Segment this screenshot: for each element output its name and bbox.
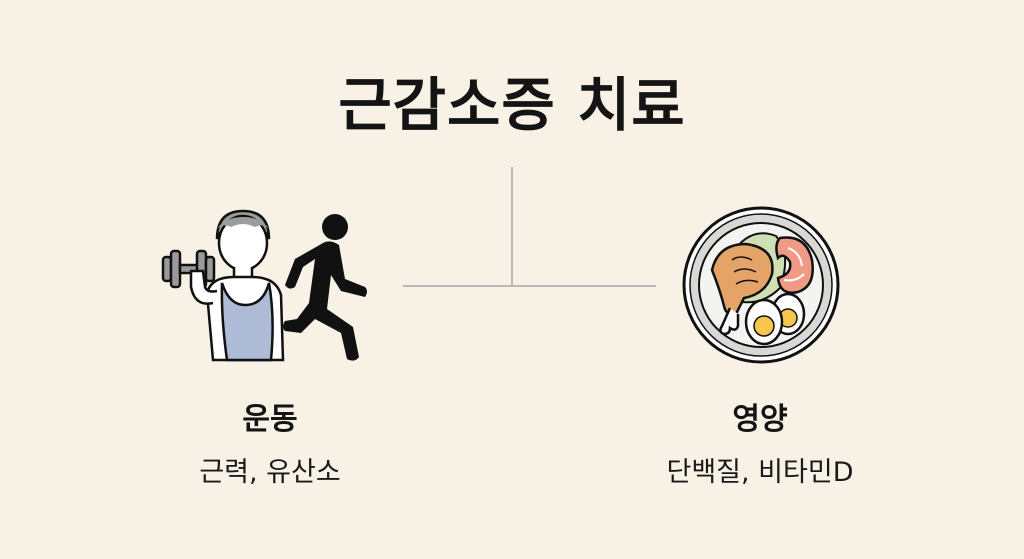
diagram-title: 근감소증 치료 [338, 71, 686, 139]
boiled-egg-icon [744, 292, 806, 346]
branch-label-exercise: 운동 [242, 402, 298, 437]
dumbbell-icon [161, 249, 216, 289]
exercise-icon [161, 209, 367, 362]
connector-vertical [511, 167, 513, 287]
branch-detail-nutrition: 단백질, 비타민D [666, 457, 854, 488]
nutrition-plate-icon [682, 206, 840, 364]
connector-horizontal [403, 285, 656, 287]
salmon-icon [775, 236, 814, 294]
branch-detail-exercise: 근력, 유산소 [199, 457, 341, 488]
running-figure-icon [283, 214, 367, 361]
branch-label-nutrition: 영양 [732, 402, 788, 437]
chicken-drumstick-icon [710, 242, 774, 336]
elderly-man-icon [189, 209, 285, 362]
